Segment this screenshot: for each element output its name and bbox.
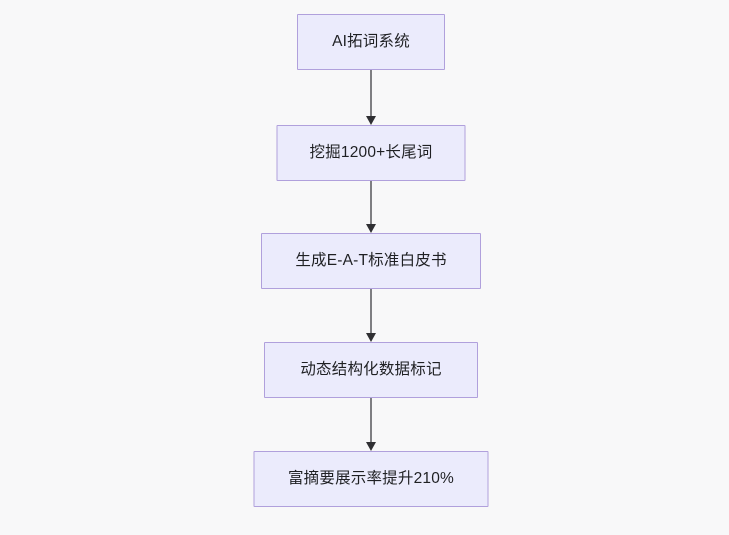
- flow-edge-1: [364, 70, 378, 125]
- arrowhead-icon: [366, 224, 376, 233]
- arrowhead-icon: [366, 333, 376, 342]
- flow-node-label: 富摘要展示率提升210%: [287, 469, 455, 487]
- arrowhead-icon: [366, 442, 376, 451]
- flow-edge-4: [364, 398, 378, 451]
- flow-node-ai-keyword-system[interactable]: AI拓词系统: [297, 14, 445, 70]
- flow-edge-2: [364, 181, 378, 233]
- edge-line: [370, 289, 372, 334]
- arrowhead-icon: [366, 116, 376, 125]
- edge-line: [370, 70, 372, 117]
- flow-node-label: 生成E-A-T标准白皮书: [295, 251, 447, 269]
- flow-node-dynamic-structured-data-markup[interactable]: 动态结构化数据标记: [264, 342, 478, 398]
- flow-node-label: 动态结构化数据标记: [300, 360, 442, 378]
- edge-line: [370, 398, 372, 443]
- flow-node-label: AI拓词系统: [332, 32, 410, 50]
- flow-edge-3: [364, 289, 378, 342]
- flow-node-label: 挖掘1200+长尾词: [309, 143, 433, 161]
- edge-line: [370, 181, 372, 225]
- flow-node-mine-longtail-keywords[interactable]: 挖掘1200+长尾词: [276, 125, 466, 181]
- flow-node-generate-eat-whitepaper[interactable]: 生成E-A-T标准白皮书: [261, 233, 481, 289]
- flow-node-rich-snippet-rate-increase[interactable]: 富摘要展示率提升210%: [253, 451, 489, 507]
